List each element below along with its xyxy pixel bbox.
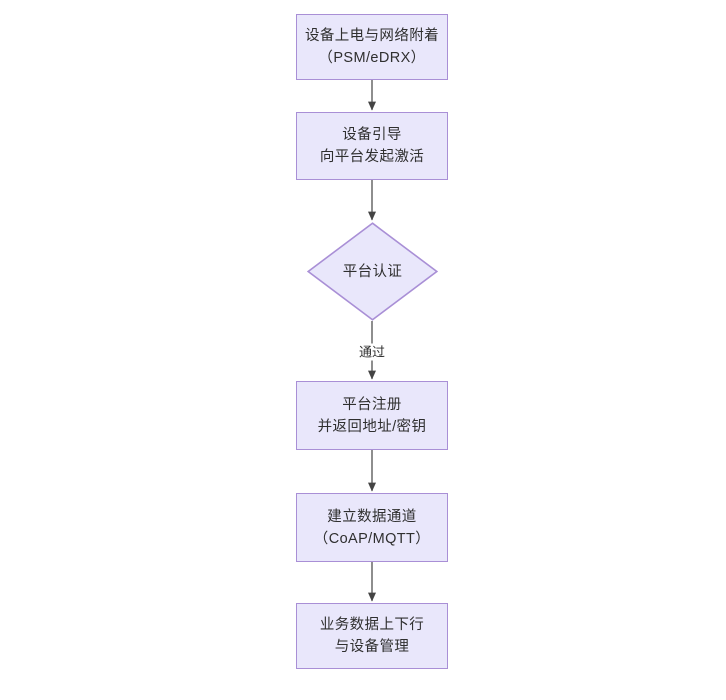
node-text-line: 建立数据通道: [327, 508, 417, 525]
node-establish-data-channel[interactable]: 建立数据通道 （CoAP/MQTT）: [296, 493, 448, 562]
node-text-line: 设备引导: [342, 127, 402, 143]
node-text-line: 业务数据上下行: [319, 617, 425, 633]
node-text-line: （PSM/eDRX）: [318, 50, 426, 66]
node-text-line: 向平台发起激活: [319, 149, 425, 165]
node-platform-authentication[interactable]: 平台认证: [307, 222, 438, 321]
node-text-line: 与设备管理: [334, 639, 410, 655]
node-platform-registration[interactable]: 平台注册 并返回地址/密钥: [296, 381, 448, 450]
edge-label-pass: 通过: [356, 343, 388, 361]
diamond-shape: [307, 222, 438, 321]
node-text-line: 平台注册: [342, 396, 402, 413]
node-text-line: 设备上电与网络附着: [304, 28, 440, 44]
node-text-line: 并返回地址/密钥: [317, 418, 427, 435]
node-text-line: 平台认证: [342, 263, 403, 280]
node-device-bootstrap[interactable]: 设备引导 向平台发起激活: [296, 112, 448, 180]
node-text-line: （CoAP/MQTT）: [313, 530, 431, 547]
node-power-on-network-attach[interactable]: 设备上电与网络附着 （PSM/eDRX）: [296, 14, 448, 80]
node-service-data-and-device-management[interactable]: 业务数据上下行 与设备管理: [296, 603, 448, 669]
